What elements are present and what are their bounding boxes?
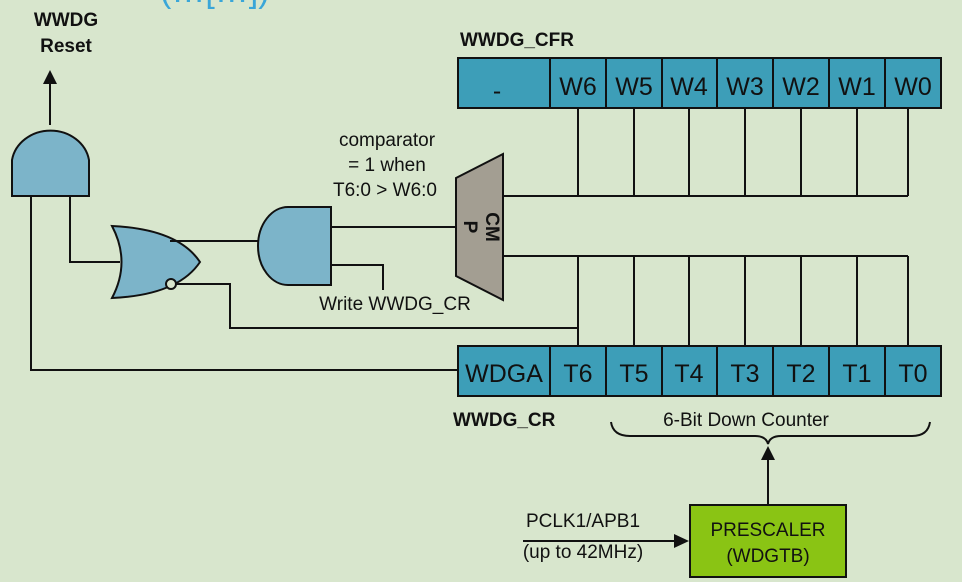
- cfr-bit-w4: W4: [670, 73, 708, 101]
- cfr-bit-w6: W6: [559, 73, 597, 101]
- cfr-register-name: WWDG_CFR: [460, 30, 574, 51]
- cfr-bit-w2: W2: [782, 73, 820, 101]
- prescaler-block: [689, 504, 847, 578]
- cfr-bit-w5: W5: [615, 73, 653, 101]
- and-gate-write: [257, 206, 332, 286]
- cfr-register-body: [457, 57, 942, 109]
- cr-register-name: WWDG_CR: [453, 410, 556, 431]
- write-cr-wire: [331, 264, 384, 290]
- comparator-label-cm: CM: [481, 212, 502, 242]
- reset-label-line1: WWDG: [34, 10, 98, 31]
- prescaler-label-line2: (WDGTB): [726, 546, 809, 567]
- cfr-register: - W6 W5 W4 W3 W2 W1 W0: [457, 57, 942, 109]
- cr-bit-t1: T1: [842, 360, 871, 388]
- comparator-caption-line1: comparator: [339, 130, 436, 151]
- and-gate-reset: [11, 129, 90, 197]
- or-to-and-wire: [69, 196, 120, 263]
- cr-bit-t5: T5: [619, 360, 648, 388]
- cr-register-body: [457, 345, 942, 397]
- cfr-bit-w3: W3: [726, 73, 764, 101]
- title-fragment: (…[…]): [160, 0, 270, 10]
- counter-brace: [610, 421, 931, 445]
- comparator-caption-line3: T6:0 > W6:0: [333, 180, 437, 201]
- counter-arrow-icon: [761, 446, 775, 460]
- or-gate: [110, 224, 202, 300]
- wdga-wire: [30, 196, 458, 371]
- comparator-shape: [455, 152, 504, 302]
- comparator-caption-line2: = 1 when: [348, 155, 426, 176]
- prescaler-label-line1: PRESCALER: [710, 520, 825, 541]
- cfr-bit-reserved: -: [493, 77, 501, 105]
- inverter-bubble: [165, 278, 177, 290]
- t6-feedback-wire: [176, 283, 579, 346]
- counter-label: 6-Bit Down Counter: [663, 410, 829, 431]
- clock-arrow-icon: [674, 534, 689, 548]
- comparator-label-p: P: [459, 221, 480, 234]
- cr-bit-t6: T6: [563, 360, 592, 388]
- reset-arrow-icon: [43, 70, 57, 84]
- cr-bit-t2: T2: [786, 360, 815, 388]
- cfr-bit-wires: [503, 108, 909, 197]
- cr-bit-wdga: WDGA: [465, 360, 543, 388]
- cr-bit-wires: [503, 255, 909, 346]
- cfr-bit-w1: W1: [838, 73, 876, 101]
- clock-label-line2: (up to 42MHz): [523, 542, 643, 563]
- comparator-block: CM P: [455, 152, 504, 302]
- cfr-bit-w0: W0: [894, 73, 932, 101]
- write-cr-label: Write WWDG_CR: [319, 294, 471, 315]
- reset-label-line2: Reset: [40, 36, 92, 57]
- cr-bit-t3: T3: [730, 360, 759, 388]
- cr-register: WDGA T6 T5 T4 T3 T2 T1 T0: [457, 345, 942, 397]
- clock-label-line1: PCLK1/APB1: [526, 511, 640, 532]
- cr-bit-t4: T4: [674, 360, 703, 388]
- cr-bit-t0: T0: [898, 360, 927, 388]
